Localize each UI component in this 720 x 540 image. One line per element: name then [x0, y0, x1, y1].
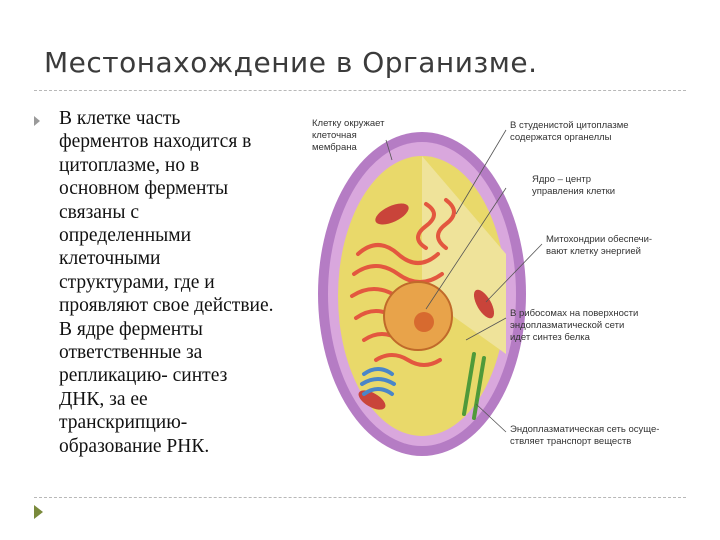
callout-mitochondria: Митохондрии обеспечи- вают клетку энерги… — [546, 234, 653, 257]
callout-lines — [385, 129, 543, 433]
body-line: транскрипцию- — [59, 412, 188, 434]
bullet-arrow-icon — [34, 116, 40, 126]
body-line: репликацию- синтез — [59, 365, 228, 387]
callout-ribosomes: В рибосомах на поверхности эндоплазматич… — [510, 308, 639, 343]
body-line: В ядре ферменты — [59, 318, 203, 340]
page-title: Местонахождение в Организме. — [44, 46, 538, 79]
callout-cytoplasm: В студенистой цитоплазме содержатся орга… — [510, 120, 629, 143]
body-line: ДНК, за ее — [59, 388, 148, 410]
body-line: структурами, где и — [59, 271, 215, 293]
body-line: В клетке часть — [59, 108, 181, 129]
body-line: ответственные за — [59, 342, 203, 364]
body-line: определенными — [59, 225, 192, 247]
body-line: проявляют свое действие. — [59, 295, 274, 317]
golgi-apparatus — [360, 367, 396, 396]
body-text: В клетке часть ферментов находится в цит… — [59, 107, 321, 458]
nucleolus — [414, 312, 434, 332]
body-line: связаны с — [59, 201, 139, 223]
body-line: образование РНК. — [59, 435, 210, 457]
mitochondrion — [375, 203, 409, 225]
green-organelles — [462, 352, 486, 420]
body-line: клеточными — [59, 248, 161, 270]
title-divider — [34, 90, 686, 91]
triangle-right-icon — [34, 505, 43, 519]
body-line: цитоплазме, но в — [59, 154, 200, 176]
cell-diagram — [318, 129, 543, 456]
body-line: ферментов находится в — [59, 131, 252, 153]
mitochondrion — [473, 289, 495, 319]
cell-illustration: Клетку окружает клеточная мембрана В сту… — [306, 104, 690, 474]
body-line: основном ферменты — [59, 178, 229, 200]
footer-divider — [34, 497, 686, 498]
callout-er: Эндоплазматическая сеть осуще- ствляет т… — [510, 424, 660, 447]
callout-membrane: Клетку окружает клеточная мембрана — [312, 118, 385, 153]
callout-nucleus: Ядро – центр управления клетки — [532, 174, 616, 197]
